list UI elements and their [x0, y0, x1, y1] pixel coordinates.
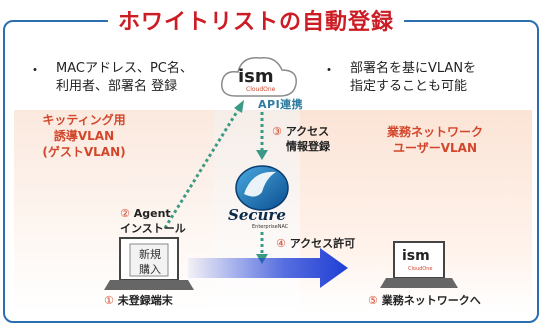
- guest-vlan-label-line1: キッティング用: [42, 113, 126, 127]
- bullet-right-line2: 指定することも可能: [350, 79, 468, 94]
- api-link-label: API連携: [258, 98, 304, 111]
- user-vlan-label-line2: ユーザーVLAN: [392, 141, 478, 155]
- step-register-text1: アクセス: [285, 125, 330, 138]
- dotted-arrow-register: [256, 112, 268, 160]
- cloud-icon: [221, 57, 297, 97]
- dotted-arrow-agent: [163, 100, 244, 229]
- user-vlan-label-line1: 業務ネットワーク: [386, 125, 483, 139]
- step-agent-line1: ② Agent: [120, 206, 171, 221]
- guest-vlan-zone: [14, 110, 214, 312]
- laptop-logo-sub: CloudOne: [408, 266, 433, 272]
- laptop-logo-main: ism: [402, 248, 430, 264]
- laptop-new-line2: 購入: [139, 263, 161, 276]
- step-number: ①: [104, 294, 114, 307]
- laptop-new-line1: 新規: [139, 248, 161, 261]
- bullet-left-line1: MACアドレス、PC名、: [56, 61, 193, 76]
- diagram-title: ホワイトリストの自動登録: [108, 4, 405, 36]
- bullet-dot: ・: [28, 63, 42, 79]
- step-permit-text: アクセス許可: [289, 237, 356, 250]
- guest-vlan-label-line3: (ゲストVLAN): [42, 145, 126, 159]
- new-laptop-icon: [104, 237, 194, 290]
- secure-logo-sub: EnterpriseNAC: [252, 224, 289, 230]
- step-number: ③: [272, 125, 282, 138]
- step-number: ④: [276, 237, 286, 250]
- step-agent-text2: インストール: [120, 222, 186, 235]
- step-register-line1: ③ アクセス: [272, 124, 329, 139]
- guest-vlan-label-line2: 誘導VLAN: [53, 129, 115, 143]
- cloud-logo-main: ism: [238, 66, 274, 87]
- step-business: ⑤ 業務ネットワークへ: [368, 293, 481, 308]
- bullet-right-line1: 部署名を基にVLANを: [350, 61, 477, 76]
- bullet-left-line2: 利用者、部署名 登録: [56, 79, 178, 94]
- secure-logo-main: Secure: [228, 206, 286, 224]
- step-register-text2: 情報登録: [286, 140, 330, 153]
- business-laptop-icon: [380, 241, 458, 288]
- middle-zone: [214, 110, 300, 312]
- step-unregistered-text: 未登録端末: [117, 294, 173, 307]
- step-permit: ④ アクセス許可: [276, 236, 355, 251]
- bullet-dot: ・: [322, 63, 336, 79]
- step-unregistered: ① 未登録端末: [104, 293, 173, 308]
- step-number: ⑤: [368, 294, 378, 307]
- cloud-logo-sub: CloudOne: [246, 86, 276, 93]
- secure-disc-icon: [235, 165, 289, 211]
- access-arrow: [188, 248, 348, 288]
- step-agent-text1: Agent: [133, 207, 171, 220]
- step-business-text: 業務ネットワークへ: [381, 294, 481, 307]
- step-number: ②: [120, 207, 130, 220]
